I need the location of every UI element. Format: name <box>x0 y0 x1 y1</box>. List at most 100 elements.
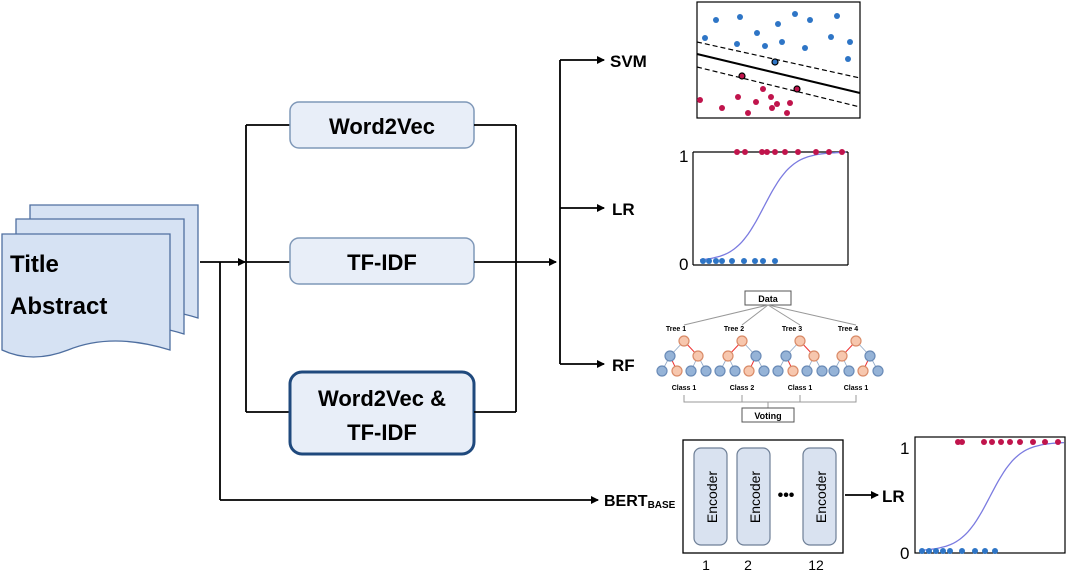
lr-top-point-red <box>742 149 748 155</box>
rf-node <box>758 365 770 377</box>
lr-top-point-blue <box>713 258 719 264</box>
lr-bottom-y1: 1 <box>900 439 909 458</box>
svm-point-red <box>753 99 759 105</box>
lr-bottom-point-blue <box>982 548 988 554</box>
svm-point-blue <box>754 30 760 36</box>
rf-node <box>772 365 784 377</box>
svm-point-blue <box>713 17 719 23</box>
lr-bottom-point-red <box>959 439 965 445</box>
svm-point-red <box>697 97 703 103</box>
rf-node <box>864 350 876 362</box>
rf-node <box>801 365 813 377</box>
lr-bottom-sigmoid <box>919 441 1065 551</box>
rf-tree-label: Tree 4 <box>838 326 858 333</box>
rf-tree-1: Tree 1 Class 1 <box>656 326 712 392</box>
lr-top-point-red <box>759 149 765 155</box>
rf-node <box>843 365 855 377</box>
encoder-12-label: Encoder <box>813 471 829 523</box>
lr-top-point-red <box>782 149 788 155</box>
combo-label-1: Word2Vec & <box>318 386 446 411</box>
lr-bottom-point-blue <box>940 548 946 554</box>
encoder-1-label: Encoder <box>704 471 720 523</box>
rf-node <box>808 350 820 362</box>
rf-data-label: Data <box>758 294 779 304</box>
rf-node <box>787 365 799 377</box>
svm-point-blue <box>737 14 743 20</box>
lr-top-point-red <box>813 149 819 155</box>
encoder-2-label: Encoder <box>747 471 763 523</box>
svm-point-blue <box>802 45 808 51</box>
lr-top-points <box>700 149 845 264</box>
lr-bottom-point-blue <box>933 548 939 554</box>
rf-label: RF <box>612 356 635 375</box>
encoder-1 <box>693 447 728 546</box>
lr-plot-top: 1 0 <box>679 147 849 274</box>
lr-bottom-point-red <box>1042 439 1048 445</box>
bert-label: BERTBASE <box>604 493 676 511</box>
rf-node <box>750 350 762 362</box>
feature-box-tfidf: TF-IDF <box>289 237 475 285</box>
svm-support-vector-blue <box>771 58 779 66</box>
lr-bottom-point-blue <box>959 548 965 554</box>
rf-tree-label: Tree 2 <box>724 326 744 333</box>
combo-label-2: TF-IDF <box>347 420 417 445</box>
svm-blue-points <box>702 11 853 66</box>
svm-plot <box>696 1 861 119</box>
rf-voting-label: Voting <box>754 411 781 421</box>
lr-bottom-y0: 0 <box>900 544 909 563</box>
svm-point-blue <box>828 34 834 40</box>
svm-point-red <box>735 94 741 100</box>
lr-bottom-point-blue <box>972 548 978 554</box>
svm-point-blue <box>792 11 798 17</box>
lr-top-point-red <box>826 149 832 155</box>
rf-node <box>714 365 726 377</box>
input-connectors <box>200 124 599 504</box>
rf-node <box>736 335 748 347</box>
svm-point-blue <box>845 56 851 62</box>
encoder-index-12: 12 <box>808 557 824 572</box>
svm-point-blue <box>834 13 840 19</box>
doc-abstract-text: Abstract <box>10 293 107 320</box>
svm-label: SVM <box>610 52 647 71</box>
lr-top-point-blue <box>772 258 778 264</box>
lr-bottom-point-blue <box>992 548 998 554</box>
rf-class-label: Class 1 <box>672 385 697 392</box>
lr-plot-bottom: 1 0 <box>900 436 1066 563</box>
svm-support-vector-red <box>738 72 746 80</box>
lr-top-y0: 0 <box>679 255 688 274</box>
svm-point-blue <box>702 35 708 41</box>
svm-point-blue <box>807 17 813 23</box>
lr-top-point-blue <box>741 258 747 264</box>
rf-node <box>678 335 690 347</box>
rf-tree-label: Tree 3 <box>782 326 802 333</box>
encoder-index-2: 2 <box>744 557 752 572</box>
word2vec-label: Word2Vec <box>329 114 435 139</box>
rf-tree-label: Tree 1 <box>666 326 686 333</box>
rf-node <box>816 365 828 377</box>
svm-support-vector-red <box>793 85 801 93</box>
svm-red-points <box>697 72 801 116</box>
rf-node <box>685 365 697 377</box>
lr-top-point-blue <box>706 258 712 264</box>
svm-point-blue <box>734 41 740 47</box>
encoder-12 <box>802 447 837 546</box>
lr-bottom-point-red <box>989 439 995 445</box>
encoder-ellipsis: ••• <box>778 487 795 504</box>
lr-bottom-point-red <box>998 439 1004 445</box>
svm-point-red <box>719 105 725 111</box>
lr-bottom-point-red <box>1030 439 1036 445</box>
rf-node <box>780 350 792 362</box>
lr-top-point-red <box>772 149 778 155</box>
lr-top-point-blue <box>752 258 758 264</box>
svm-point-red <box>745 110 751 116</box>
lr-top-point-blue <box>760 258 766 264</box>
lr-top-point-blue <box>700 258 706 264</box>
input-document-stack: Title Abstract <box>1 204 199 358</box>
tfidf-label: TF-IDF <box>347 250 417 275</box>
feature-connectors <box>474 56 605 413</box>
